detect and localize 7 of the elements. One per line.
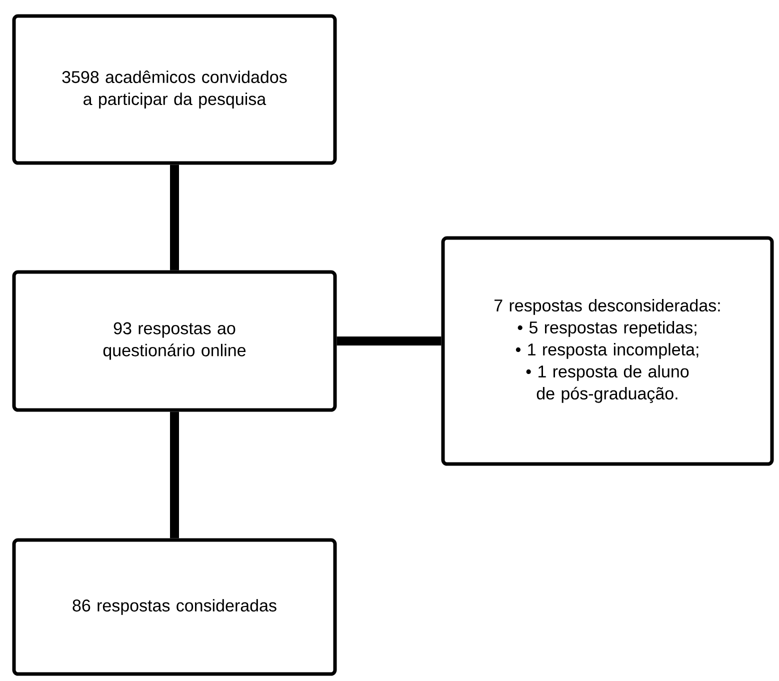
- connector-line: [170, 412, 179, 538]
- process-box: 3598 acadêmicos convidados a participar da pesquisa: [12, 14, 337, 165]
- connector-line: [170, 164, 179, 270]
- connector-line: [336, 336, 442, 346]
- process-box: 93 respostas ao questionário online: [12, 270, 337, 412]
- text-box: 7 respostas desconsideradas: • 5 respostas repetidas; • 1 resposta incompleta; • 1 resposta de aluno de pós-graduação.: [441, 236, 774, 466]
- process-box: 86 respostas consideradas: [12, 538, 337, 676]
